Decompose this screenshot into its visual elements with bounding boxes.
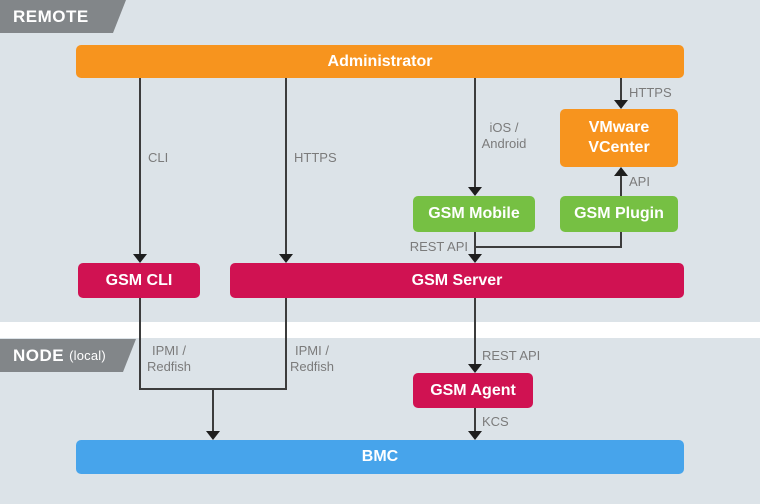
gsm-agent-box: GSM Agent — [413, 373, 533, 408]
edge-label-cli: CLI — [148, 150, 169, 165]
connector-admin-to-gsmcli — [139, 78, 141, 256]
remote-section-label: REMOTE — [13, 6, 89, 26]
node-section-label: NODE — [13, 345, 65, 365]
edge-label-rest-api-top: REST API — [409, 239, 468, 254]
administrator-label: Administrator — [327, 52, 433, 70]
edge-label-api: API — [629, 174, 650, 189]
gsm-server-label: GSM Server — [411, 271, 503, 289]
edge-label-https-left: HTTPS — [294, 150, 337, 165]
gsm-mobile-label: GSM Mobile — [428, 205, 520, 222]
connector-admin-to-gsmserver — [285, 78, 287, 256]
gsm-plugin-label: GSM Plugin — [574, 205, 664, 222]
arrowhead-mobile-to-server — [468, 254, 482, 263]
connector-plugin-to-vcenter — [620, 175, 622, 196]
edge-label-kcs: KCS — [482, 414, 509, 429]
gsm-mobile-box: GSM Mobile — [413, 196, 535, 232]
arrowhead-admin-to-gsmcli — [133, 254, 147, 263]
edge-label-ipmi-redfish-right: IPMI /Redfish — [289, 343, 335, 374]
arrowhead-server-to-agent — [468, 364, 482, 373]
edge-label-https-right: HTTPS — [629, 85, 672, 100]
arrowhead-plugin-to-vcenter — [614, 167, 628, 176]
arrowhead-merged-to-bmc — [206, 431, 220, 440]
edge-label-ipmi-redfish-left: IPMI /Redfish — [146, 343, 192, 374]
connector-agent-to-bmc — [474, 408, 476, 433]
connector-gsmserver-to-bmc — [285, 298, 287, 390]
bmc-label: BMC — [361, 448, 399, 465]
section-divider — [0, 322, 760, 338]
gsm-agent-label: GSM Agent — [430, 381, 516, 399]
connector-mobile-to-server — [474, 232, 476, 256]
gsm-cli-box: GSM CLI — [78, 263, 200, 298]
node-section-sublabel: (local) — [69, 348, 106, 363]
gsm-server-box: GSM Server — [230, 263, 684, 298]
connector-plugin-elbow-horizontal — [474, 246, 622, 248]
bmc-box: BMC — [76, 440, 684, 474]
edge-label-ios-android: iOS /Android — [481, 120, 527, 151]
connector-admin-to-vcenter — [620, 78, 622, 102]
connector-merged-to-bmc — [212, 388, 214, 433]
arrowhead-agent-to-bmc — [468, 431, 482, 440]
edge-label-rest-api-lower: REST API — [482, 348, 541, 363]
gsm-plugin-box: GSM Plugin — [560, 196, 678, 232]
arrowhead-admin-to-gsmmobile — [468, 187, 482, 196]
connector-server-to-agent — [474, 298, 476, 366]
remote-section-tag: REMOTE — [0, 0, 126, 33]
arrowhead-admin-to-gsmserver — [279, 254, 293, 263]
administrator-box: Administrator — [76, 45, 684, 78]
connector-gsmcli-to-bmc — [139, 298, 141, 390]
connector-plugin-elbow-down — [620, 232, 622, 248]
gsm-cli-label: GSM CLI — [105, 271, 173, 289]
arrowhead-admin-to-vcenter — [614, 100, 628, 109]
node-section-tag: NODE (local) — [0, 339, 136, 372]
connector-admin-to-gsmmobile — [474, 78, 476, 189]
